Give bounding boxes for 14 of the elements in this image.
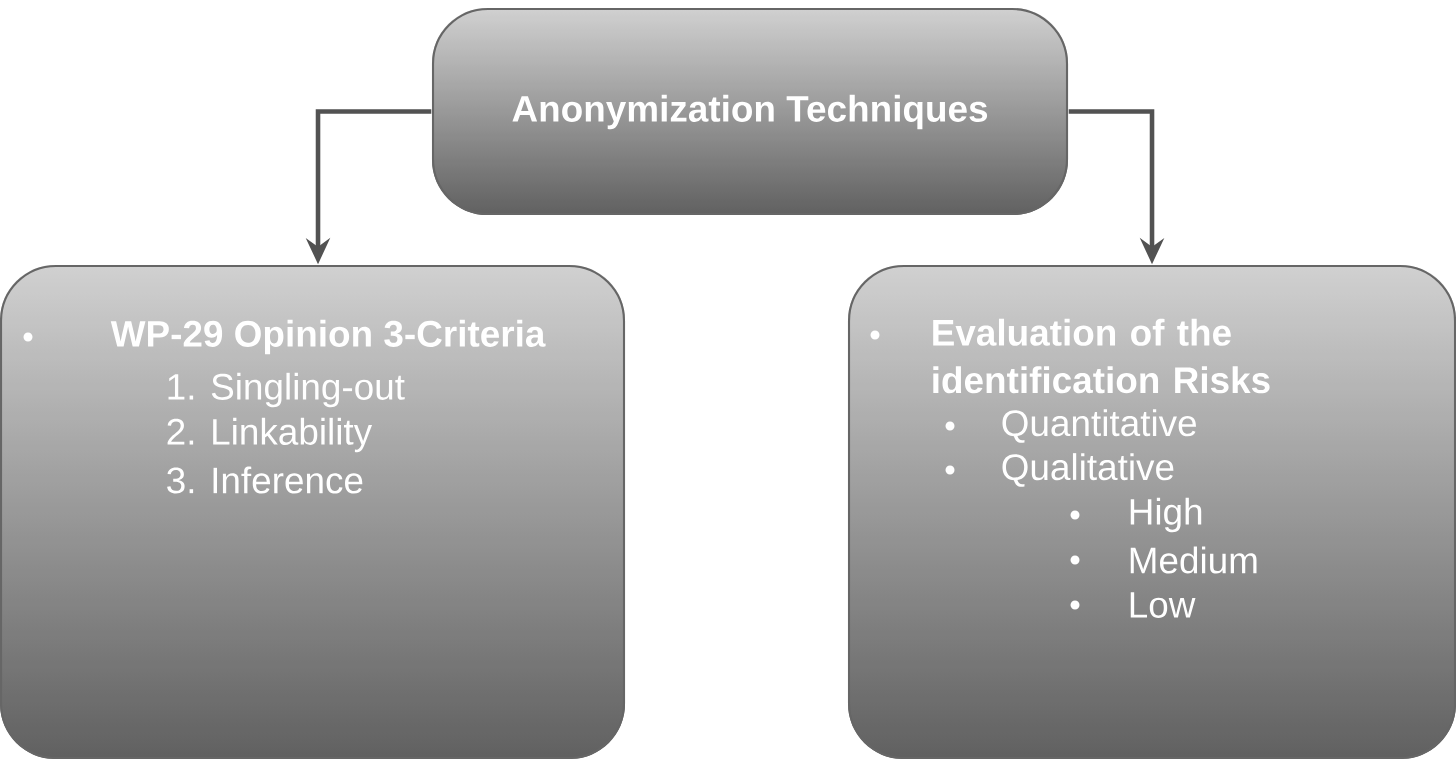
list-text: Anonymization Techniques — [512, 94, 988, 130]
list-text: 2. Linkability — [167, 417, 373, 453]
list-text: Quantitative — [1002, 409, 1196, 443]
list-text: Low — [1130, 592, 1196, 618]
list-text: High — [1130, 497, 1202, 533]
rounded-box — [0, 264, 626, 759]
list-text: Evaluation of the identification Risks — [933, 318, 1270, 394]
rounded-box — [847, 264, 1456, 759]
list-text: 1. Singling-out — [168, 372, 405, 408]
list-text: 3. Inference — [167, 466, 363, 494]
list-text: Medium — [1130, 546, 1257, 574]
rounded-box — [431, 7, 1069, 216]
list-text: Qualitative — [1002, 453, 1174, 487]
list-text: WP-29 Opinion 3-Criteria — [110, 319, 546, 355]
